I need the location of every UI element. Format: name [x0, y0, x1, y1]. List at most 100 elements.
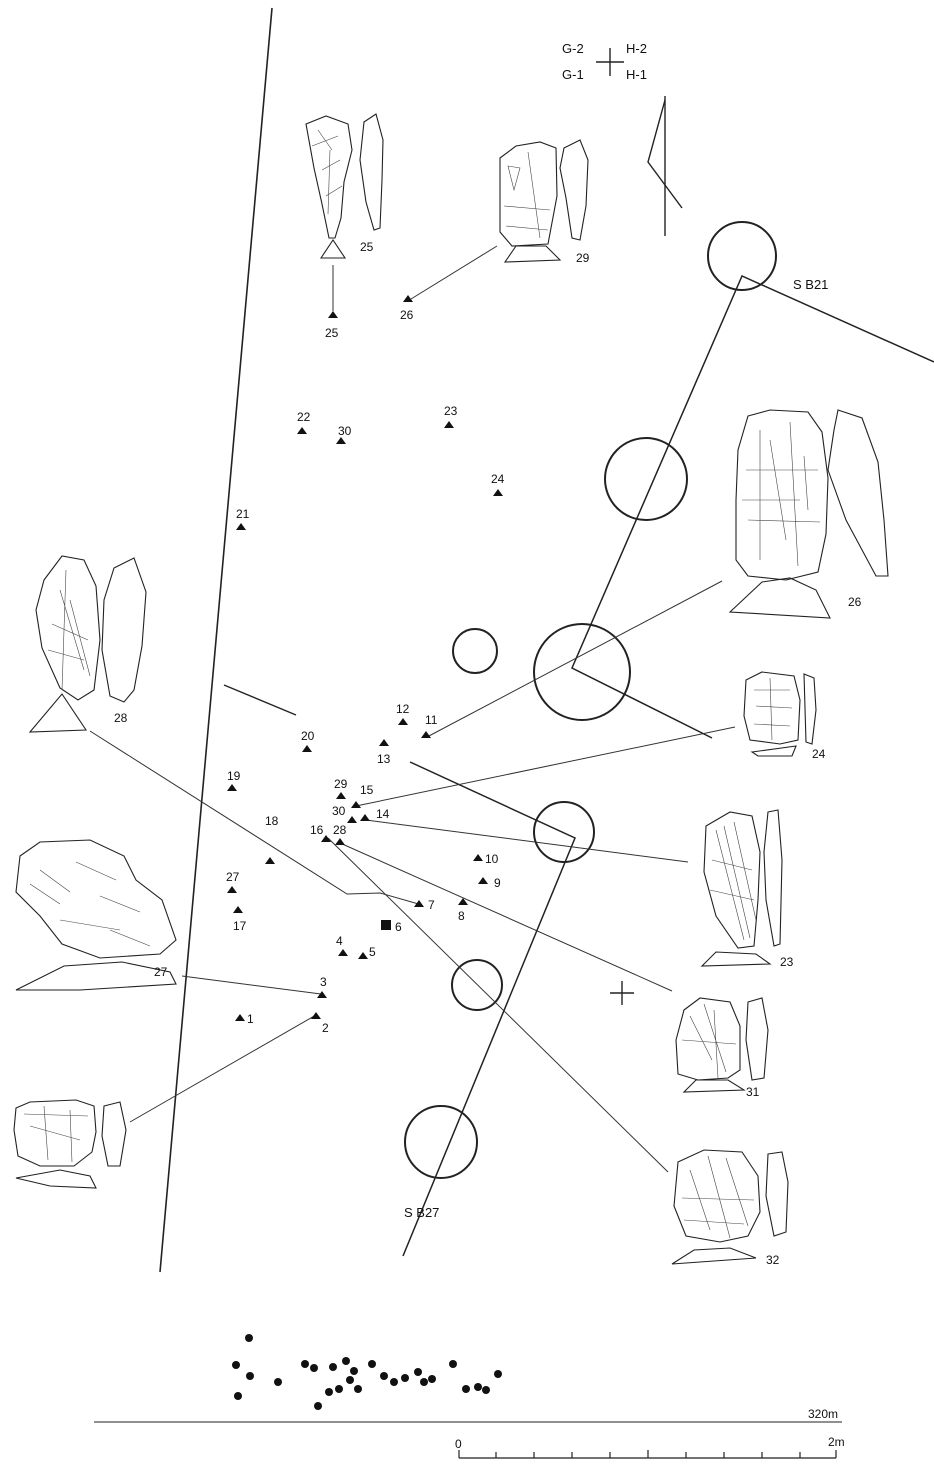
artifact-label-31: 31: [746, 1085, 760, 1099]
scale-bar: [458, 1450, 837, 1459]
post-hole-sb27: [404, 1105, 478, 1179]
artifact-drawing-25: 25: [305, 113, 384, 259]
find-marker-12: [398, 718, 408, 725]
find-label-18: 18: [265, 814, 279, 828]
artifact-label-26: 26: [848, 595, 862, 609]
find-label-20: 20: [301, 729, 315, 743]
artifact-label-29: 29: [576, 251, 590, 265]
find-marker-14: [360, 814, 370, 821]
find-marker-9: [478, 877, 488, 884]
find-marker-23: [444, 421, 454, 428]
find-marker-6: [381, 920, 391, 930]
find-marker-19: [227, 784, 237, 791]
find-label-7: 7: [428, 898, 435, 912]
find-marker-3: [317, 991, 327, 998]
artifact-drawing-29: 29: [499, 139, 590, 265]
north-arrow-icon: [647, 96, 683, 236]
trench-offset-line: [223, 684, 297, 716]
find-label-21: 21: [236, 507, 250, 521]
find-label-13: 13: [377, 752, 391, 766]
find-marker-5: [358, 952, 368, 959]
post-hole: [451, 959, 503, 1011]
scale-label-start: 0: [455, 1437, 462, 1451]
find-label-24: 24: [491, 472, 505, 486]
artifact-drawing-26: 26: [728, 409, 889, 619]
find-label-12: 12: [396, 702, 410, 716]
find-marker-20: [302, 745, 312, 752]
post-hole-circles: [404, 221, 777, 1179]
find-marker-24: [493, 489, 503, 496]
find-marker-22: [297, 427, 307, 434]
find-labels: 1 2 3 4 5 6 7 8 9 10 11 12 13 14 15 16 1…: [226, 308, 505, 1035]
find-marker-10: [473, 854, 483, 861]
find-label-3: 3: [320, 975, 327, 989]
artifact-drawing-24: 24: [743, 671, 826, 761]
find-marker-17: [233, 906, 243, 913]
find-marker-8: [458, 898, 468, 905]
post-hole: [533, 623, 631, 721]
artifact-drawing-23: 23: [700, 809, 794, 969]
find-label-30: 30: [338, 424, 352, 438]
artifact-label-24: 24: [812, 747, 826, 761]
find-label-30b: 30: [332, 804, 346, 818]
feature-label-sb21: S B21: [793, 277, 828, 292]
artifact-label-32: 32: [766, 1253, 780, 1267]
artifact-drawing-32: 32: [671, 1149, 789, 1267]
find-marker-26: [403, 295, 413, 302]
find-label-11: 11: [425, 713, 438, 727]
post-hole-sb21: [707, 221, 777, 291]
find-label-25: 25: [325, 326, 339, 340]
grid-cross-marker: [596, 48, 624, 76]
find-label-6: 6: [395, 920, 402, 934]
find-label-14: 14: [376, 807, 390, 821]
elevation-label: 320m: [808, 1407, 838, 1421]
find-marker-16: [321, 835, 331, 842]
find-label-4: 4: [336, 934, 343, 948]
find-marker-25: [328, 311, 338, 318]
post-hole: [604, 437, 688, 521]
find-marker-2: [311, 1012, 321, 1019]
grid-point-cross: [610, 981, 634, 1005]
find-markers: [227, 295, 503, 1021]
feature-label-sb27: S B27: [404, 1205, 439, 1220]
post-hole: [452, 628, 498, 674]
artifact-drawing-27: 27: [15, 839, 177, 991]
section-dots: [232, 1334, 502, 1410]
grid-label-g2: G-2: [562, 41, 584, 56]
refit-lines: [89, 245, 736, 1173]
find-label-10: 10: [485, 852, 499, 866]
artifact-label-28: 28: [114, 711, 128, 725]
find-label-23: 23: [444, 404, 458, 418]
artifact-label-25: 25: [360, 240, 374, 254]
find-label-29: 29: [334, 777, 348, 791]
find-marker-29: [336, 792, 346, 799]
find-label-2: 2: [322, 1021, 329, 1035]
grid-label-h2: H-2: [626, 41, 647, 56]
artifact-drawing-2: [13, 1099, 127, 1189]
grid-label-g1: G-1: [562, 67, 584, 82]
artifact-drawing-31: 31: [675, 997, 769, 1099]
find-marker-30: [336, 437, 346, 444]
find-marker-11: [421, 731, 431, 738]
post-hole: [533, 801, 595, 863]
find-label-9: 9: [494, 876, 501, 890]
find-marker-7: [414, 900, 424, 907]
find-label-26: 26: [400, 308, 414, 322]
artifact-label-27: 27: [154, 965, 168, 979]
find-label-27: 27: [226, 870, 240, 884]
find-label-15: 15: [360, 783, 374, 797]
find-label-22: 22: [297, 410, 311, 424]
find-marker-18: [265, 857, 275, 864]
find-label-17: 17: [233, 919, 247, 933]
find-marker-28: [335, 838, 345, 845]
find-marker-1: [235, 1014, 245, 1021]
find-label-16: 16: [310, 823, 324, 837]
find-marker-27: [227, 886, 237, 893]
find-marker-13: [379, 739, 389, 746]
find-label-28: 28: [333, 823, 347, 837]
trench-boundary-line: [159, 7, 273, 1273]
scale-label-end: 2m: [828, 1435, 845, 1449]
find-marker-21: [236, 523, 246, 530]
find-label-5: 5: [369, 945, 376, 959]
